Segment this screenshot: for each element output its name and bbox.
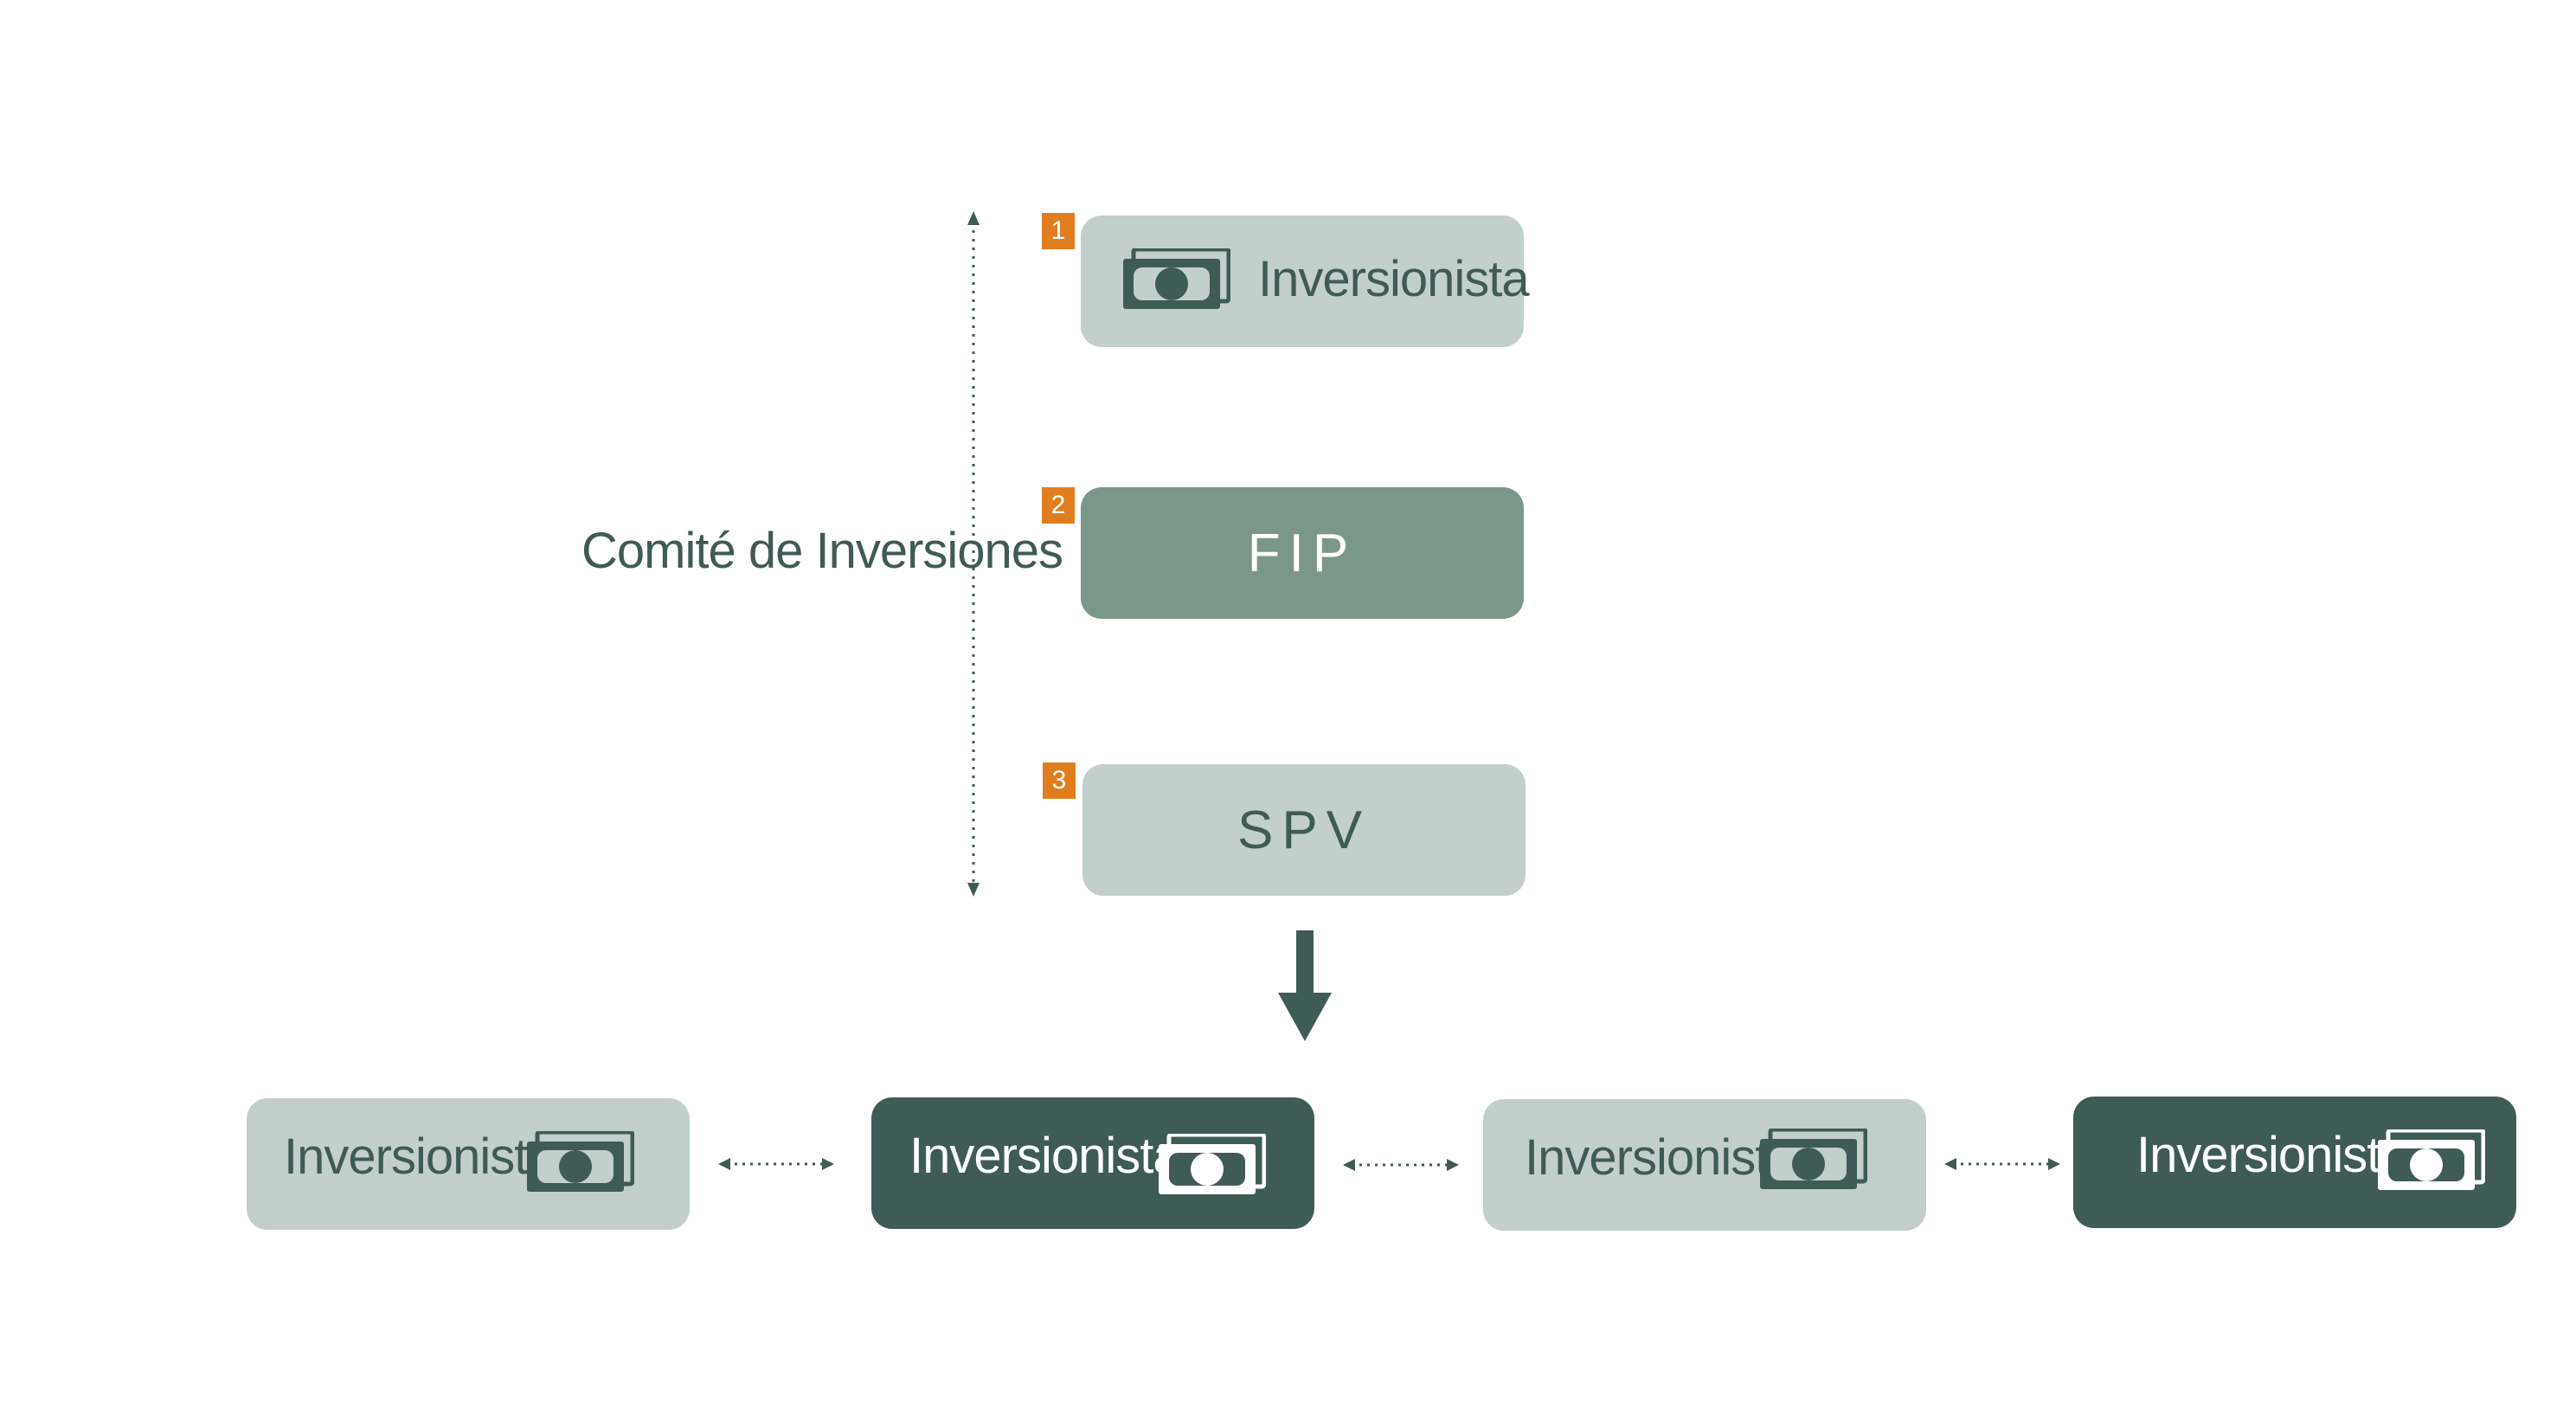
step-box-label: SPV xyxy=(1237,800,1372,860)
arrow-down-icon xyxy=(1278,930,1332,1041)
investor-box-2: Inversionista xyxy=(871,1097,1314,1229)
investor-box-3: Inversionista xyxy=(1483,1099,1926,1231)
investor-box-1: Inversionista xyxy=(247,1098,690,1230)
step-box-fip: FIP xyxy=(1081,487,1524,619)
money-icon xyxy=(1159,1134,1266,1194)
step-box-label: Inversionista xyxy=(1258,251,1530,307)
investor-label: Inversionista xyxy=(909,1128,1181,1184)
step-box-label: FIP xyxy=(1247,523,1358,583)
investor-label: Inversionista xyxy=(2136,1127,2408,1183)
investor-box-4: Inversionista xyxy=(2073,1097,2516,1228)
step-box-spv: SPV xyxy=(1082,764,1526,896)
investor-label: Inversionista xyxy=(1525,1129,1796,1186)
side-label: Comité de Inversiones xyxy=(581,523,1063,579)
step-badge-2: 2 xyxy=(1042,487,1075,524)
double-arrow-icon xyxy=(1343,1159,1459,1171)
money-icon xyxy=(2378,1129,2485,1190)
money-icon xyxy=(527,1131,634,1192)
money-icon xyxy=(1123,248,1230,309)
step-badge-3: 3 xyxy=(1043,762,1076,799)
vertical-double-arrow-icon xyxy=(967,211,980,897)
money-icon xyxy=(1760,1129,1867,1189)
step-box-inversionista: Inversionista xyxy=(1081,215,1530,347)
double-arrow-icon xyxy=(1944,1158,2060,1170)
investor-label: Inversionista xyxy=(284,1129,556,1185)
step-badge-1: 1 xyxy=(1042,213,1075,249)
double-arrow-icon xyxy=(718,1158,834,1170)
